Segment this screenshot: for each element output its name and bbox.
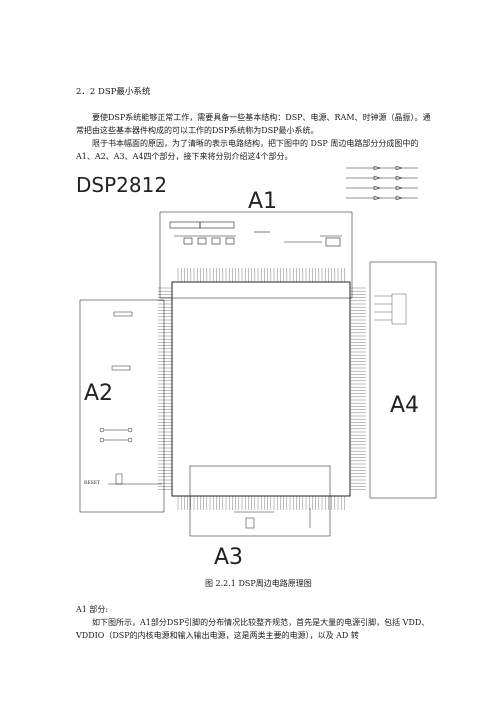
region-a3-box <box>189 465 331 537</box>
a4-connector <box>374 293 407 325</box>
region-a4-box <box>369 261 437 499</box>
subsection-label: A1 部分: <box>76 605 109 614</box>
paragraph-2: 限于书本幅面的原因，为了清晰的表示电路结构，把下图中的 DSP 周边电路部分分成… <box>76 139 419 161</box>
dsp-chip <box>171 281 351 497</box>
a3-components <box>234 508 311 529</box>
reset-label: RESET <box>84 480 100 486</box>
paragraph-1: 要使DSP系统能够正常工作，需要具备一些基本结构：DSP、电源、RAM、时钟源（… <box>76 113 431 135</box>
figure-caption: 图 2.2.1 DSP周边电路原理图 <box>205 579 312 588</box>
schematic-title: DSP2812 <box>76 173 167 197</box>
chip-pin-lines <box>158 268 366 510</box>
region-label-a2: A2 <box>84 381 113 406</box>
region-label-a1: A1 <box>248 189 277 214</box>
paragraph-3: 如下图所示，A1部分DSP引脚的分布情况比较整齐规范，首先是大量的电源引脚，包括… <box>76 618 430 640</box>
schematic-diagram: DSP2812 A1 A2 A3 A4 <box>76 166 437 566</box>
a2-components <box>99 311 162 485</box>
section-heading: 2．2 DSP最小系统 <box>76 87 151 97</box>
region-label-a4: A4 <box>390 393 419 418</box>
region-a1-box <box>159 211 353 299</box>
region-label-a3: A3 <box>214 545 243 566</box>
a1-components <box>169 221 342 247</box>
region-a2-box <box>79 299 165 513</box>
led-group <box>346 166 418 201</box>
